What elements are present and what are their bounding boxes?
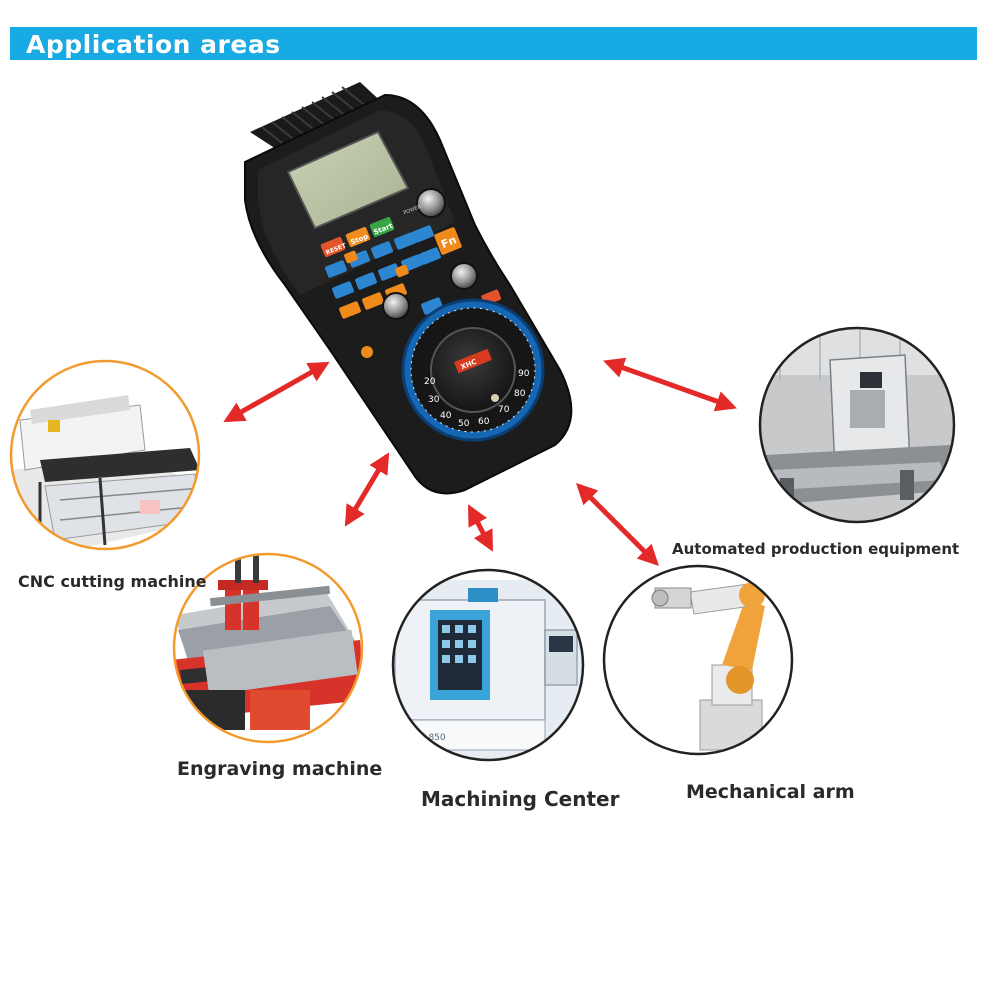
axis-selector-knob (450, 262, 478, 290)
arrow-to-engraving (344, 452, 390, 527)
machining-center-photo: VMC-850 (391, 568, 585, 762)
label-mechanical-arm: Mechanical arm (686, 781, 855, 803)
svg-text:20: 20 (424, 377, 436, 387)
automated-equipment-photo (758, 326, 956, 524)
enable-key (361, 346, 373, 358)
svg-text:60: 60 (478, 417, 490, 427)
step-selector-knob (382, 292, 410, 320)
arrow-to-automated (603, 357, 737, 412)
pendant-device: 20 30 40 50 60 70 80 90 (244, 82, 573, 495)
header-banner: Application areas (10, 27, 977, 60)
arrow-to-machining (467, 504, 494, 552)
label-engraving-machine: Engraving machine (177, 758, 383, 780)
label-cnc-cutting-machine: CNC cutting machine (18, 572, 207, 591)
svg-text:90: 90 (518, 369, 530, 379)
arrow-to-cnc (223, 361, 330, 423)
lcd-screen (286, 130, 410, 230)
svg-text:50: 50 (458, 419, 470, 429)
engraving-machine-photo (172, 552, 364, 744)
svg-text:80: 80 (514, 389, 526, 399)
emergency-knob (416, 188, 446, 218)
hand-wheel: 20 30 40 50 60 70 80 90 (401, 298, 545, 442)
label-machining-center: Machining Center (421, 787, 620, 811)
svg-text:70: 70 (498, 405, 510, 415)
svg-text:40: 40 (440, 411, 452, 421)
svg-text:30: 30 (428, 395, 440, 405)
label-automated-production-equipment: Automated production equipment (672, 540, 960, 558)
page-title: Application areas (26, 30, 281, 59)
arrow-to-arm (576, 483, 659, 566)
mechanical-arm-photo (602, 564, 794, 756)
connection-arrows (223, 357, 737, 566)
cnc-cutting-machine-photo (9, 359, 201, 551)
